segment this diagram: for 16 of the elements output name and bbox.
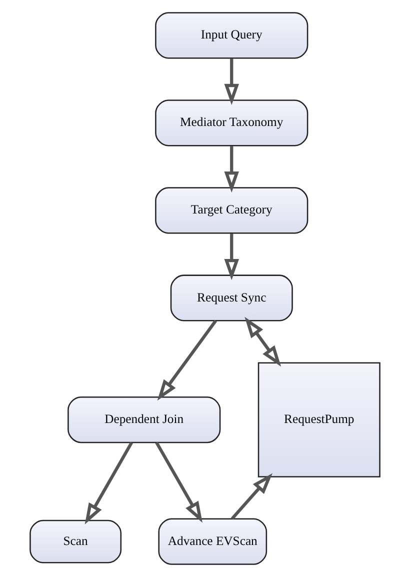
arrow [244,316,281,367]
node-box: Advance EVScan [158,518,267,565]
node-box: RequestPump [257,362,380,478]
node-box: Mediator Taxonomy [154,100,308,146]
arrow [156,320,217,401]
arrow [224,234,239,280]
arrow [154,442,202,523]
arrow [224,58,239,106]
node-box: Target Category [154,187,308,234]
node-box: Input Query [154,12,308,59]
arrow [230,473,272,520]
arrow [224,146,239,193]
node-box: Scan [29,520,122,564]
node-box: Dependent Join [67,396,220,444]
arrow [84,442,133,524]
node-box: Request Sync [170,274,292,322]
